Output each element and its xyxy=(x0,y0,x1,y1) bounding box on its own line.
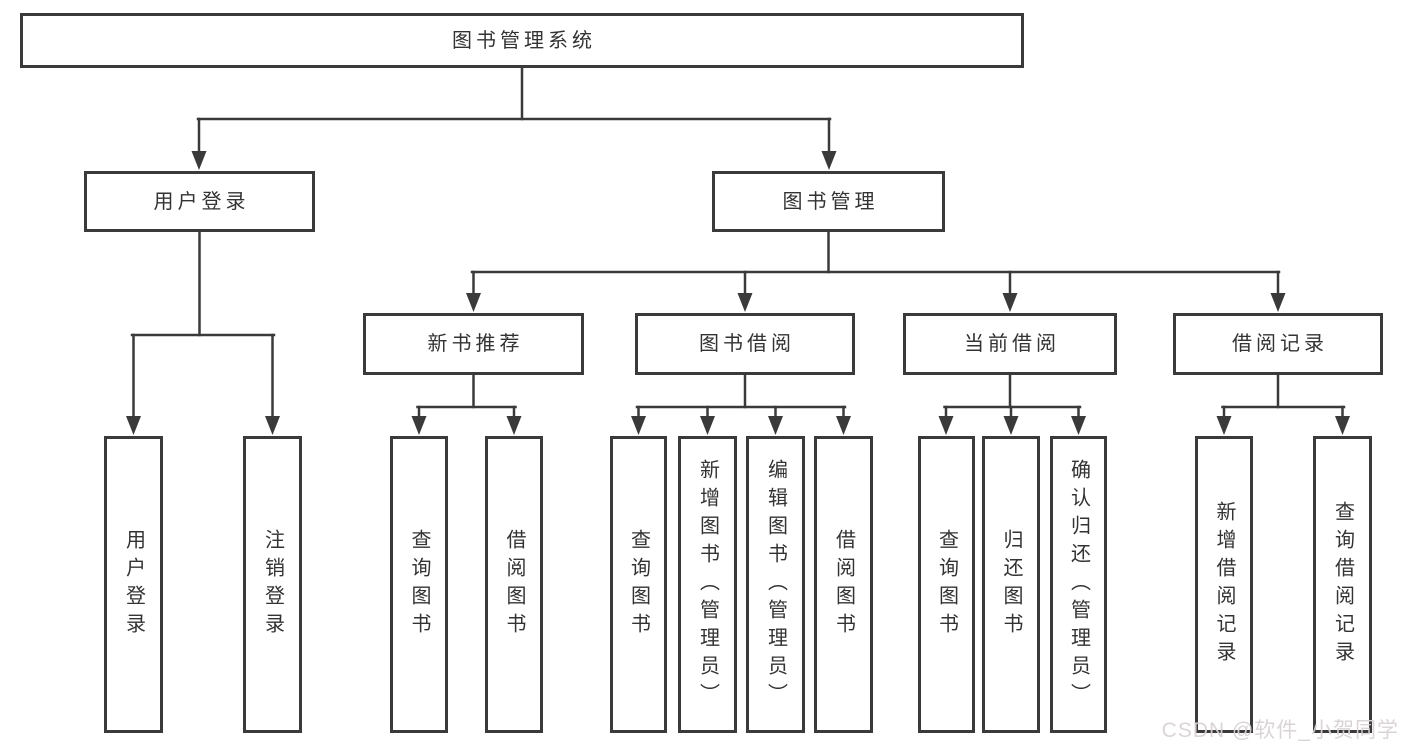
node-current-query-books-label: 查询图书 xyxy=(935,528,958,641)
node-recommend-query-books: 查询图书 xyxy=(390,436,448,733)
node-query-borrow-record: 查询借阅记录 xyxy=(1313,436,1372,733)
node-borrow-query-books-label: 查询图书 xyxy=(627,528,650,641)
node-borrow-records: 借阅记录 xyxy=(1173,313,1383,375)
node-add-book-admin: 新增图书（管理员） xyxy=(678,436,737,733)
node-recommend-borrow-books: 借阅图书 xyxy=(485,436,543,733)
node-return-book: 归还图书 xyxy=(982,436,1040,733)
node-edit-book-admin-label: 编辑图书（管理员） xyxy=(764,458,787,711)
node-root: 图书管理系统 xyxy=(20,13,1024,68)
csdn-watermark: CSDN @软件_小贺同学 xyxy=(1161,719,1399,742)
node-new-book-recommend: 新书推荐 xyxy=(363,313,584,375)
node-root-label: 图书管理系统 xyxy=(452,29,596,52)
node-confirm-return-admin: 确认归还（管理员） xyxy=(1050,436,1107,733)
node-current-borrow-label: 当前借阅 xyxy=(964,333,1060,355)
node-recommend-borrow-books-label: 借阅图书 xyxy=(503,528,525,641)
node-book-borrow-label: 图书借阅 xyxy=(699,333,795,355)
node-logout-action: 注销登录 xyxy=(243,436,302,733)
node-recommend-query-books-label: 查询图书 xyxy=(408,528,430,641)
node-logout-action-label: 注销登录 xyxy=(261,528,284,641)
node-user-login-label: 用户登录 xyxy=(153,190,250,213)
node-new-book-recommend-label: 新书推荐 xyxy=(427,333,524,355)
node-confirm-return-admin-label: 确认归还（管理员） xyxy=(1067,458,1090,711)
node-borrow-query-books: 查询图书 xyxy=(610,436,667,733)
node-book-borrow: 图书借阅 xyxy=(635,313,855,375)
node-add-book-admin-label: 新增图书（管理员） xyxy=(696,458,719,711)
node-borrow-borrow-books-label: 借阅图书 xyxy=(832,528,855,641)
node-borrow-records-label: 借阅记录 xyxy=(1232,333,1328,355)
node-borrow-borrow-books: 借阅图书 xyxy=(814,436,873,733)
node-add-borrow-record: 新增借阅记录 xyxy=(1195,436,1253,733)
node-current-query-books: 查询图书 xyxy=(918,436,975,733)
node-book-management-label: 图书管理 xyxy=(782,190,879,213)
node-user-login: 用户登录 xyxy=(84,171,315,232)
node-user-login-action: 用户登录 xyxy=(104,436,163,733)
node-return-book-label: 归还图书 xyxy=(1000,528,1022,641)
node-add-borrow-record-label: 新增借阅记录 xyxy=(1213,500,1235,669)
node-query-borrow-record-label: 查询借阅记录 xyxy=(1331,500,1354,669)
node-edit-book-admin: 编辑图书（管理员） xyxy=(746,436,805,733)
node-book-management: 图书管理 xyxy=(712,171,945,232)
node-current-borrow: 当前借阅 xyxy=(903,313,1117,375)
node-user-login-action-label: 用户登录 xyxy=(122,528,145,641)
